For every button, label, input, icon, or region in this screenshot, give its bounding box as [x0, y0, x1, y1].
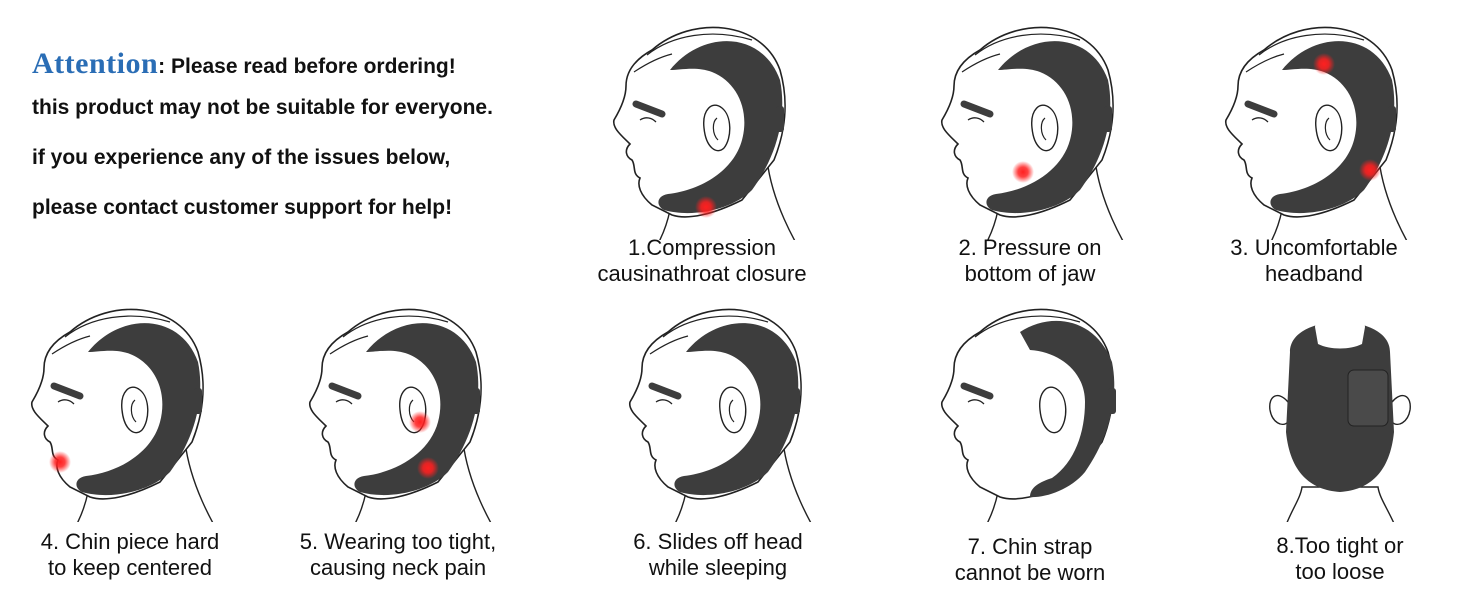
- issue-caption-4-line-2: to keep centered: [48, 555, 212, 580]
- issue-panel-4: 4. Chin piece hard to keep centered: [0, 292, 270, 592]
- issue-caption-2-line-1: 2. Pressure on: [958, 235, 1102, 260]
- head-strap-illustration: [568, 292, 868, 522]
- issue-caption-4-line-1: 4. Chin piece hard: [40, 529, 220, 554]
- pain-point: [409, 411, 431, 433]
- issue-caption-1-line-1: 1.Compression: [628, 235, 776, 260]
- issue-caption-4: 4. Chin piece hard to keep centered: [0, 529, 280, 581]
- attention-heading: Attention: [32, 47, 159, 80]
- notice-line-4: please contact customer support for help…: [32, 196, 453, 219]
- issue-caption-3-line-1: 3. Uncomfortable: [1230, 235, 1398, 260]
- issue-panel-3: 3. Uncomfortable headband: [1164, 10, 1464, 310]
- issue-caption-8-line-2: too loose: [1295, 559, 1385, 584]
- pain-point: [49, 451, 71, 473]
- issue-panel-7: 7. Chin strap cannot be worn: [880, 292, 1180, 592]
- issue-caption-6-line-1: 6. Slides off head: [633, 529, 803, 554]
- issue-caption-5-line-1: 5. Wearing too tight,: [299, 529, 497, 554]
- issue-caption-3-line-2: headband: [1265, 261, 1363, 286]
- pain-point: [695, 196, 717, 218]
- issue-caption-1: 1.Compression causinathroat closure: [552, 235, 852, 287]
- head-strap-illustration: [880, 10, 1180, 240]
- pain-point: [1359, 159, 1381, 181]
- notice-line-1: Attention: Please read before ordering!: [32, 49, 592, 96]
- issue-caption-8-line-1: 8.Too tight or: [1276, 533, 1404, 558]
- issue-caption-6-line-2: while sleeping: [648, 555, 788, 580]
- head-strap-illustration: [940, 308, 1116, 522]
- issue-caption-7-line-1: 7. Chin strap: [967, 534, 1093, 559]
- notice-line-1-text: : Please read before ordering!: [158, 55, 456, 78]
- issue-caption-7-line-2: cannot be worn: [954, 560, 1106, 585]
- head-strap-illustration: [552, 10, 852, 240]
- issue-caption-8: 8.Too tight or too loose: [1190, 533, 1464, 585]
- head-back-illustration: [1269, 316, 1411, 522]
- issue-caption-5: 5. Wearing too tight, causing neck pain: [248, 529, 548, 581]
- head-strap-illustration: [1164, 10, 1464, 240]
- issue-caption-3: 3. Uncomfortable headband: [1164, 235, 1464, 287]
- attention-notice: Attention: Please read before ordering! …: [32, 49, 592, 220]
- issue-caption-2-line-2: bottom of jaw: [964, 261, 1096, 286]
- pain-point: [1313, 53, 1335, 75]
- issue-panel-2: 2. Pressure on bottom of jaw: [880, 10, 1180, 310]
- issue-caption-5-line-2: causing neck pain: [309, 555, 487, 580]
- issue-panel-1: 1.Compression causinathroat closure: [552, 10, 852, 310]
- issue-caption-1-line-2: causinathroat closure: [597, 261, 807, 286]
- issue-caption-2: 2. Pressure on bottom of jaw: [880, 235, 1180, 287]
- issue-panel-5: 5. Wearing too tight, causing neck pain: [248, 292, 548, 592]
- head-strap-illustration: [248, 292, 548, 522]
- issue-panel-6: 6. Slides off head while sleeping: [568, 292, 868, 592]
- notice-line-3: if you experience any of the issues belo…: [32, 146, 451, 169]
- issue-caption-7: 7. Chin strap cannot be worn: [880, 534, 1180, 586]
- pain-point: [417, 457, 439, 479]
- notice-line-2: this product may not be suitable for eve…: [32, 96, 493, 119]
- pain-point: [1012, 161, 1034, 183]
- issue-caption-6: 6. Slides off head while sleeping: [568, 529, 868, 581]
- issue-panel-8: 8.Too tight or too loose: [1190, 292, 1464, 592]
- head-strap-illustration: [0, 292, 270, 522]
